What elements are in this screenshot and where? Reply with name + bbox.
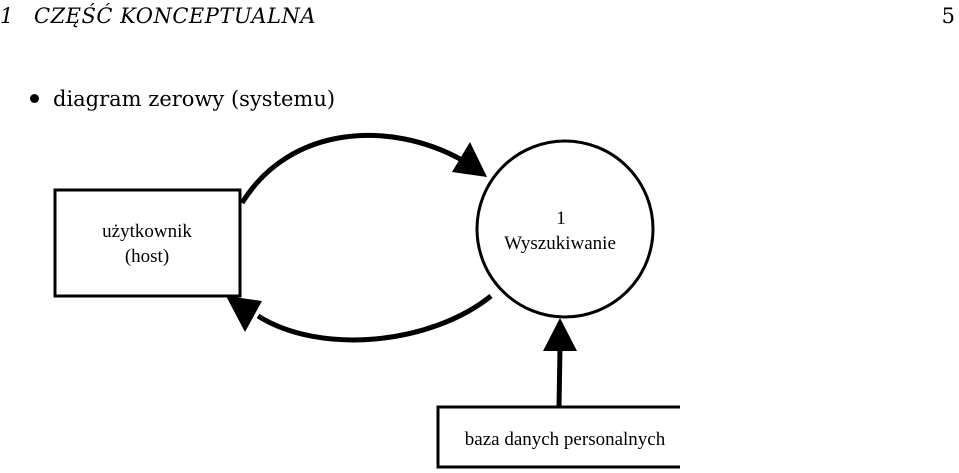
- page-number: 5: [941, 4, 955, 28]
- process-name: Wyszukiwanie: [504, 233, 616, 254]
- arrowhead-from-datastore: [543, 318, 577, 351]
- datastore-box: [436, 405, 680, 469]
- datastore-label: baza danych personalnych: [465, 429, 666, 450]
- flow-user-to-process: [239, 132, 464, 205]
- user-entity-label: użytkownik: [102, 221, 192, 242]
- bullet-item: diagram zerowy (systemu): [30, 87, 335, 111]
- running-header: 1 CZĘŚĆ KONCEPTUALNA: [0, 4, 316, 28]
- arrowhead-to-process: [452, 142, 487, 177]
- section-number: 1: [0, 4, 14, 28]
- user-entity-box: [53, 188, 242, 298]
- flow-datastore-to-process: [556, 347, 563, 408]
- flow-process-to-user: [256, 294, 493, 343]
- user-entity-sublabel: (host): [125, 246, 169, 267]
- process-circle: [475, 139, 655, 319]
- section-title: CZĘŚĆ KONCEPTUALNA: [34, 4, 317, 28]
- bullet-text: diagram zerowy (systemu): [53, 87, 336, 111]
- process-number: 1: [556, 208, 566, 229]
- arrowhead-to-user: [226, 296, 262, 332]
- bullet-icon: [30, 94, 39, 103]
